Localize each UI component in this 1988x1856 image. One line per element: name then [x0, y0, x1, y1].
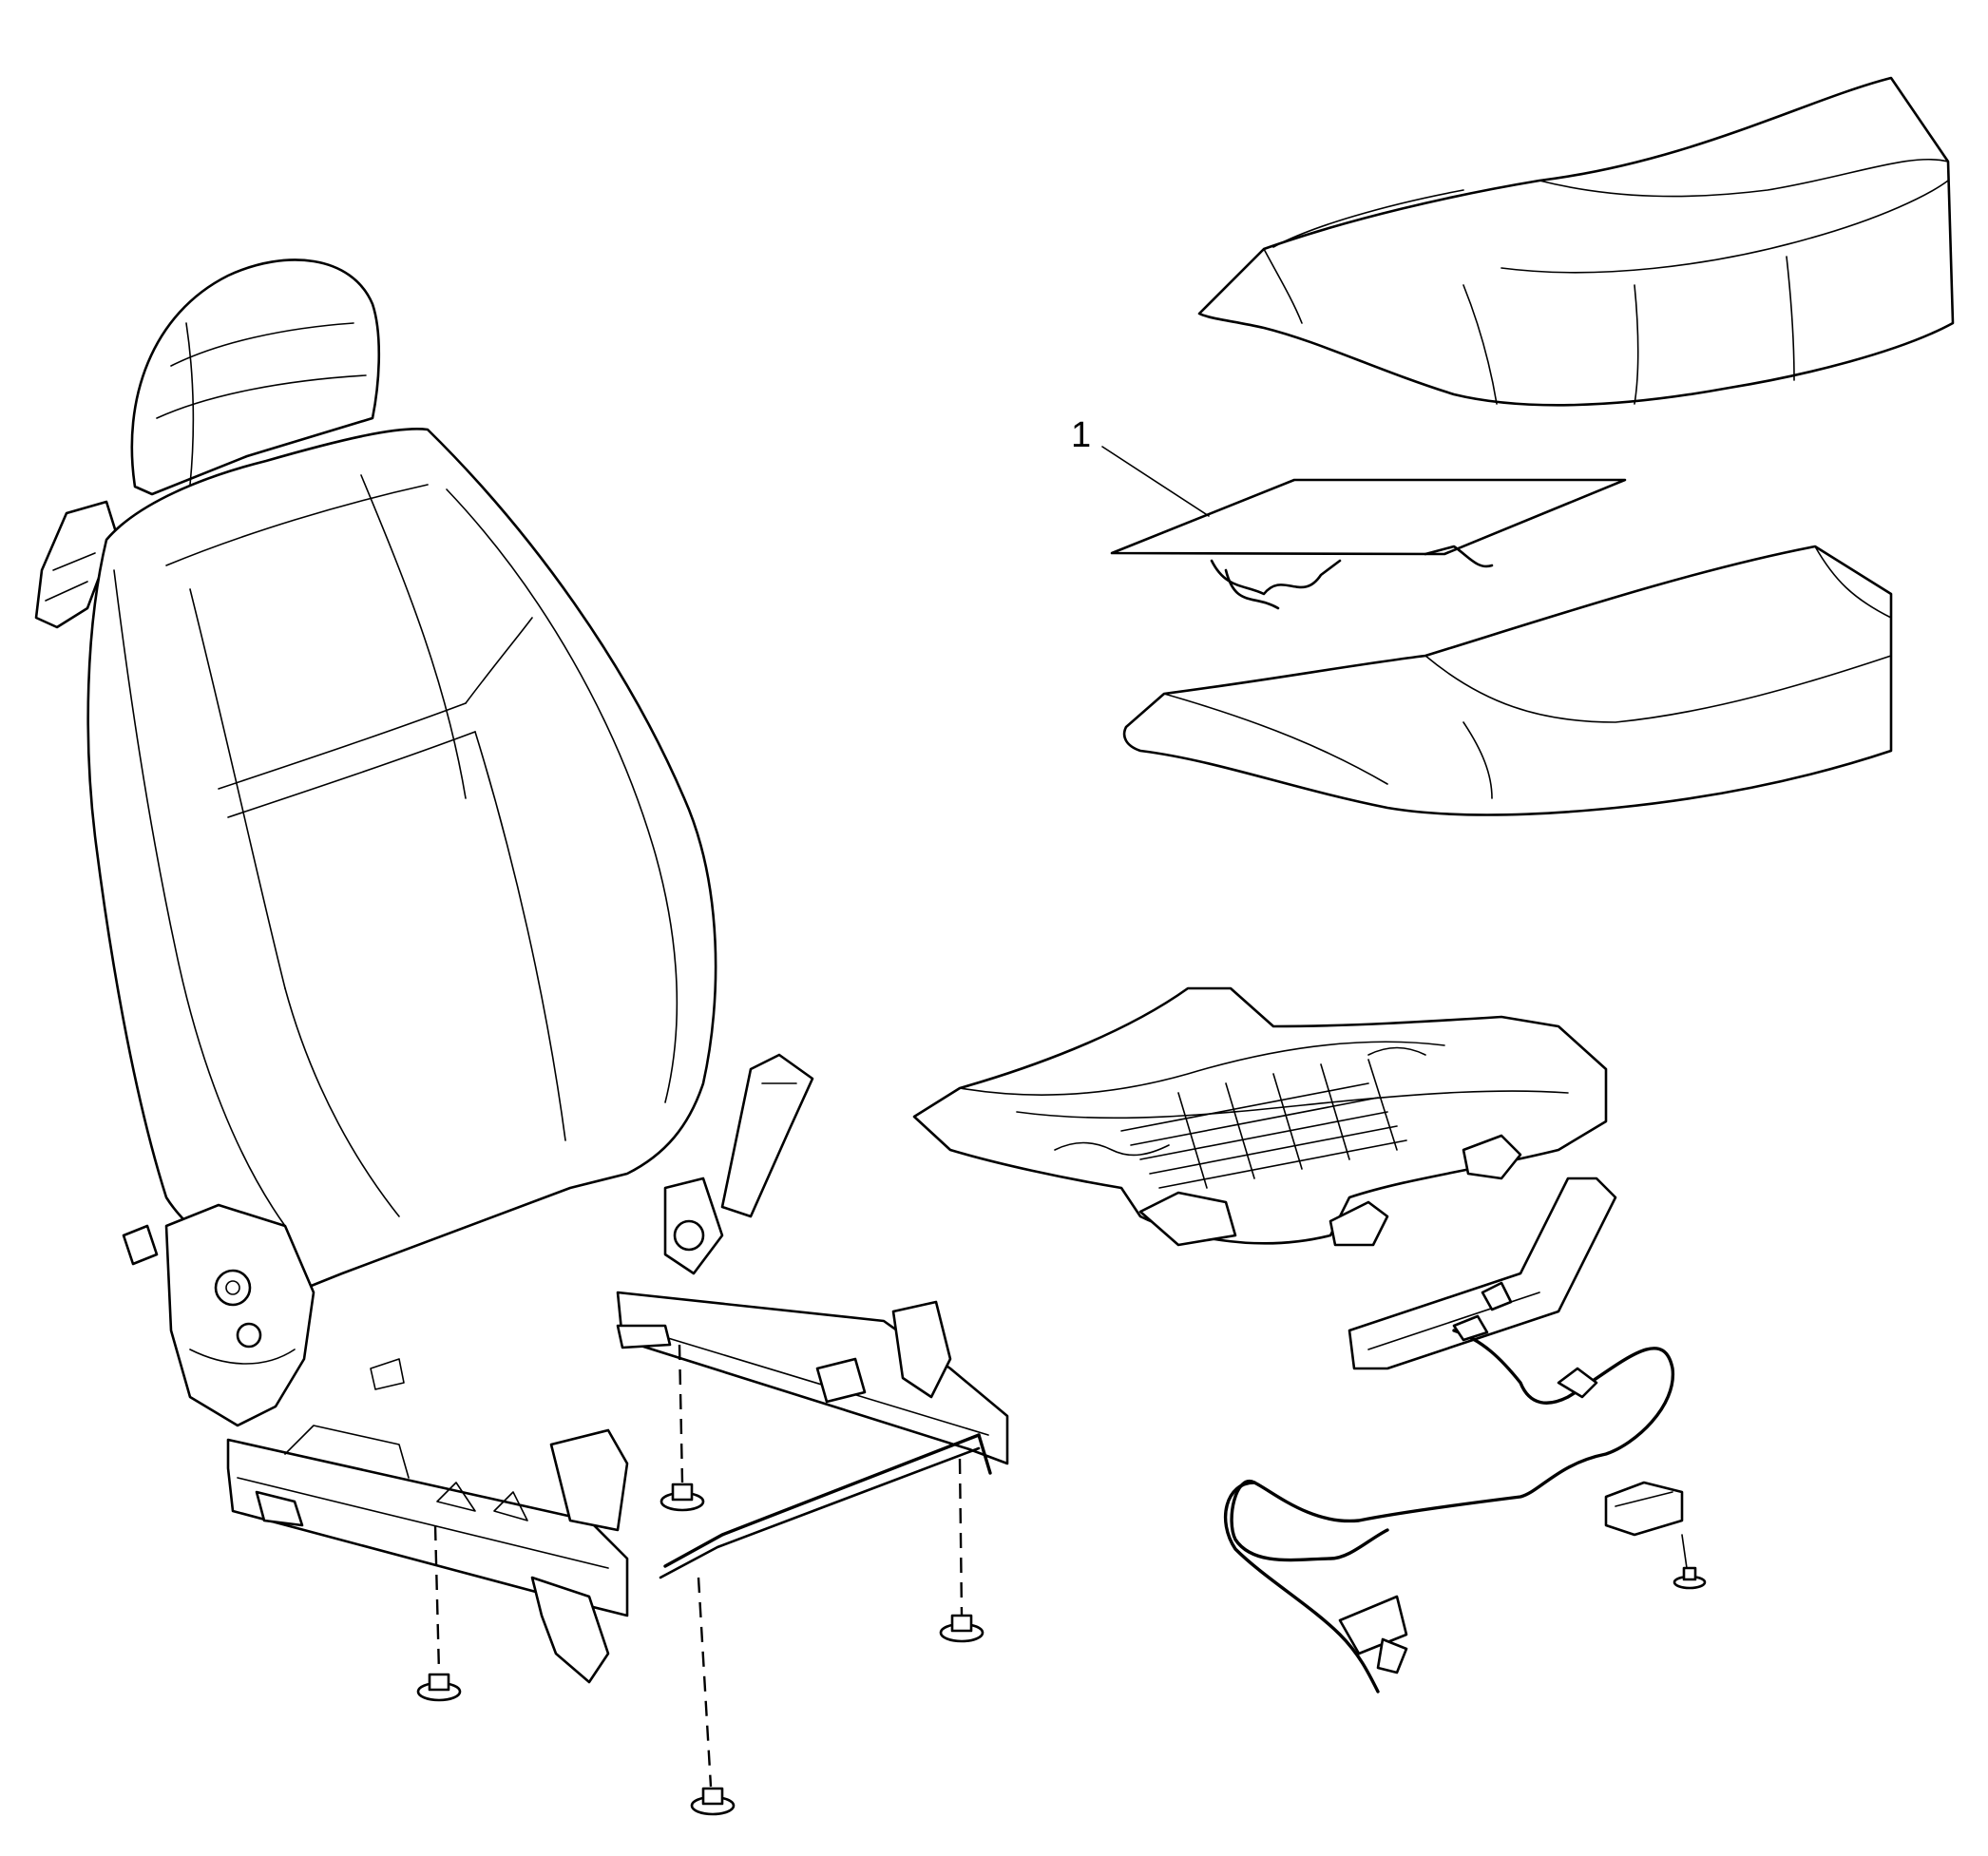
bolt	[416, 1673, 462, 1702]
bolt	[939, 1614, 984, 1643]
mounting-bracket	[1348, 1177, 1617, 1370]
seat-bracket-harness	[1223, 1177, 1684, 1693]
left-seat-rail	[226, 1438, 629, 1617]
bolt	[690, 1787, 736, 1816]
recliner-mechanism	[164, 1203, 315, 1427]
callout-leader-line	[1101, 446, 1210, 517]
seat-back	[34, 258, 717, 1294]
bolt	[659, 1483, 705, 1512]
fasteners	[416, 1344, 1707, 1816]
sensor-module	[1604, 1481, 1684, 1537]
seat-belt-buckle	[720, 1053, 814, 1218]
callout-1-label: 1	[1071, 415, 1091, 455]
seat-pan	[912, 986, 1608, 1247]
front-cross-tube	[663, 1433, 981, 1568]
wiring-harness	[1230, 1329, 1674, 1562]
seat-cushion-pad	[1122, 545, 1893, 816]
right-seat-rail	[616, 1291, 1009, 1465]
seat-heater-pad	[1110, 478, 1627, 610]
seat-frame	[122, 1053, 1009, 1684]
seat-cushion-cover	[1197, 76, 1955, 407]
seat-back-cover	[86, 428, 717, 1294]
screw	[1673, 1566, 1707, 1590]
